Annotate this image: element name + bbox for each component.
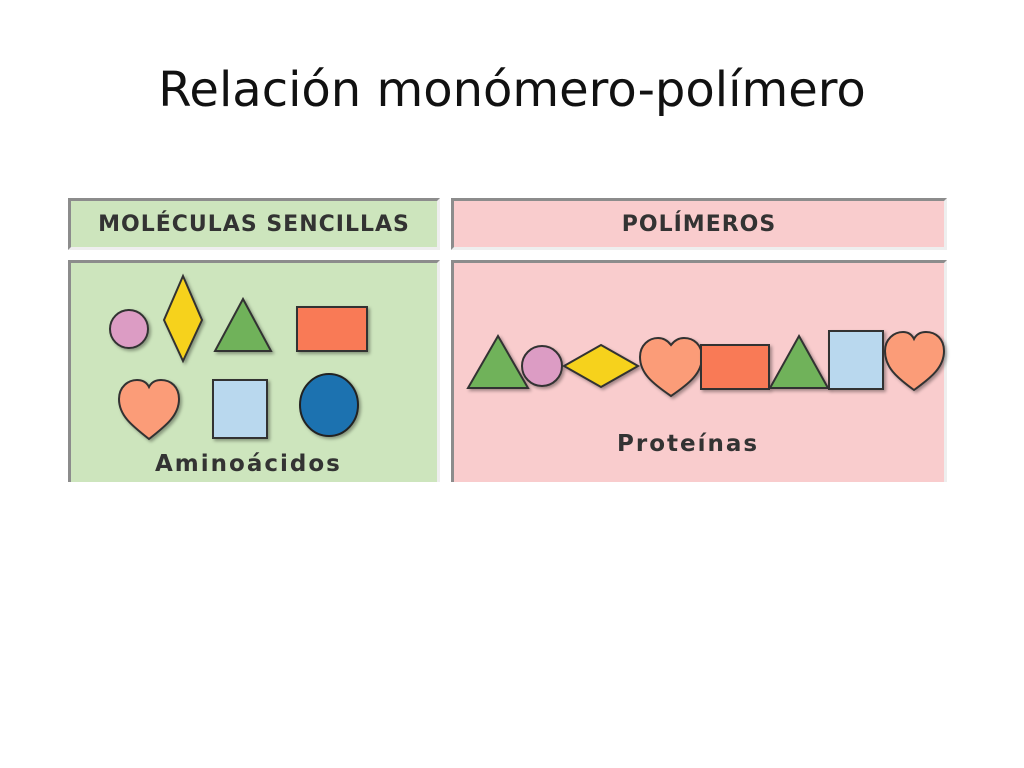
polymers-header: POLÍMEROS bbox=[451, 198, 947, 250]
monomer-shapes bbox=[109, 273, 368, 441]
polymers-header-label: POLÍMEROS bbox=[621, 211, 777, 237]
blue-circle-shape bbox=[299, 373, 359, 437]
polymer-chain-shapes bbox=[466, 330, 946, 398]
green-triangle-shape bbox=[213, 296, 273, 352]
chain-yellow-diamond bbox=[561, 343, 641, 389]
simple-molecules-header: MOLÉCULAS SENCILLAS bbox=[68, 198, 440, 250]
chain-green-triangle-1 bbox=[466, 333, 530, 389]
chain-green-triangle-2 bbox=[768, 333, 830, 389]
chain-blue-square bbox=[828, 330, 884, 390]
chain-orange-rectangle bbox=[700, 344, 770, 390]
proteins-label: Proteínas bbox=[617, 431, 760, 457]
simple-molecules-header-label: MOLÉCULAS SENCILLAS bbox=[98, 211, 410, 237]
yellow-diamond-shape bbox=[162, 273, 204, 364]
monomers-panel: Aminoácidos bbox=[68, 260, 440, 482]
amino-acids-label: Aminoácidos bbox=[155, 451, 342, 477]
pink-circle-shape bbox=[109, 309, 149, 349]
orange-heart-shape bbox=[117, 378, 181, 441]
slide-title: Relación monómero-polímero bbox=[158, 62, 866, 118]
blue-square-shape bbox=[212, 379, 268, 439]
chain-orange-heart-1 bbox=[638, 336, 704, 398]
polymer-panel: Proteínas bbox=[451, 260, 947, 482]
chain-pink-circle bbox=[521, 345, 563, 387]
chain-orange-heart-2 bbox=[883, 330, 946, 392]
orange-rectangle-shape bbox=[296, 306, 368, 352]
